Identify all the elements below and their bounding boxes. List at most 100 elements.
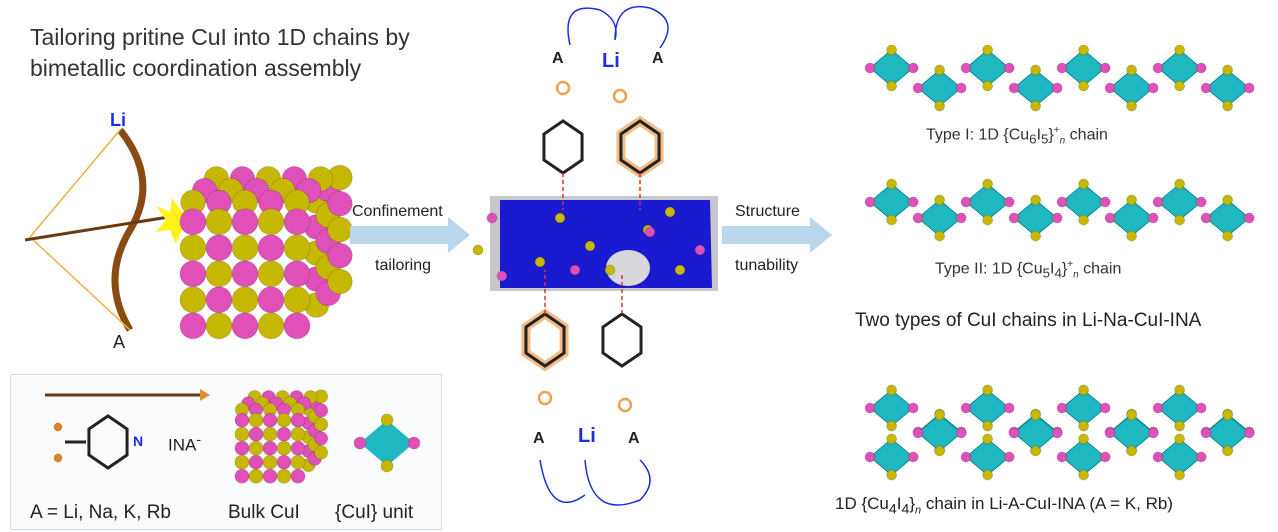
title-line-1: Tailoring pritine CuI into 1D chains by: [30, 24, 410, 50]
legend-cui-unit: {CuI} unit: [335, 502, 414, 523]
type1-chain-atom: [886, 80, 898, 92]
bulk-cui-cube-front-atom: [205, 260, 233, 288]
type1-chain-atom: [1099, 62, 1111, 74]
bulk-cui-cube-front-atom: [283, 208, 311, 236]
type2-chain-atom: [982, 178, 994, 190]
bulk-cui-cube-front-atom: [179, 312, 207, 340]
type3-chain-bottom-atom: [982, 433, 994, 445]
type2-chain-atom: [1056, 196, 1068, 208]
type2-chain-atom: [1174, 178, 1186, 190]
type2-chain-atom: [960, 196, 972, 208]
bulk-cui-cube-front-atom: [205, 234, 233, 262]
type1-chain-atom: [982, 44, 994, 56]
bow-string: [28, 129, 131, 331]
arrow2-bottom-label: tunability: [735, 257, 799, 274]
legend-bulk-cube-front-atom: [262, 440, 278, 456]
legend-n-atom: N: [133, 433, 144, 449]
legend-bulk-cube-front-atom: [290, 440, 306, 456]
type1-chain-atom: [1222, 64, 1234, 76]
bulk-cui-cube-front-atom: [205, 208, 233, 236]
type2-chain-atom: [1126, 230, 1138, 242]
center-top-a-right: A: [652, 50, 664, 67]
bulk-cui-cube-front-atom: [257, 234, 285, 262]
legend-bulk-cube-side-atom: [313, 403, 329, 418]
channel-surface: [500, 200, 712, 288]
type1-chain-atom: [982, 80, 994, 92]
type3-chain-bottom-atom: [864, 451, 876, 463]
type3-chain-label: 1D {Cu4I4}n chain in Li-A-CuI-INA (A = K…: [835, 494, 1173, 518]
type3-chain-bottom-atom: [1030, 409, 1042, 421]
legend-oxygen: [53, 422, 63, 432]
channel-iodine-atom: [664, 206, 676, 218]
type3-chain-top-atom: [1078, 420, 1090, 432]
legend-bulk-cube-front-atom: [276, 454, 292, 470]
legend-bulk-cube-front-atom: [262, 426, 278, 442]
type3-chain-bottom-atom: [1008, 427, 1020, 439]
type1-chain-atom: [1195, 62, 1207, 74]
type2-chain-atom: [955, 212, 967, 224]
bulk-cui-cube-front-atom: [257, 260, 285, 288]
legend-bulk-cube-front-atom: [234, 426, 250, 442]
bulk-cui-cube-side-atom: [327, 216, 353, 243]
type3-chain-top-atom: [1174, 420, 1186, 432]
type2-chain-atom: [1126, 194, 1138, 206]
bulk-cui-cube-front-atom: [179, 286, 207, 314]
type1-chain-atom: [1200, 82, 1212, 94]
bulk-cui-cube-front-atom: [179, 234, 207, 262]
bulk-cui-cube-front-atom: [257, 286, 285, 314]
type1-chain-atom: [1051, 82, 1063, 94]
type3-chain-bottom-atom: [1147, 427, 1159, 439]
channel-iodine-atom: [584, 240, 596, 252]
type3-chain-top-atom: [907, 402, 919, 414]
bow-limb: [111, 127, 147, 332]
type3-chain-bottom-atom: [1174, 469, 1186, 481]
bow-li-label: Li: [110, 110, 126, 130]
type2-chain-atom: [886, 214, 898, 226]
channel-pink-atom: [496, 270, 508, 282]
type1-chain-atom: [960, 62, 972, 74]
type3-chain-top-atom: [960, 402, 972, 414]
type3-chain-top-atom: [1152, 402, 1164, 414]
channel-pore: [606, 250, 650, 286]
type2-chain-atom: [934, 194, 946, 206]
type3-chain-bottom-atom: [886, 469, 898, 481]
legend-bulk-cube-side-atom: [313, 445, 329, 460]
type3-chain-top-atom: [864, 402, 876, 414]
center-bottom-li: Li: [578, 425, 596, 447]
type1-chain-atom: [934, 100, 946, 112]
bulk-cui-cube-side-atom: [327, 190, 353, 217]
type3-chain-bottom-atom: [1222, 445, 1234, 457]
legend-bulk-cube-front-atom: [248, 440, 264, 456]
type2-chain-atom: [1078, 214, 1090, 226]
bulk-cui-cube-front-atom: [231, 260, 259, 288]
type1-chain-atom: [1222, 100, 1234, 112]
channel-pink-atom: [569, 264, 581, 276]
legend-bulk-cube-front-atom: [290, 412, 306, 428]
ligand-ring-bottom-left: [524, 312, 566, 368]
legend-bulk-cube-front-atom: [276, 440, 292, 456]
type3-chain-bottom-atom: [1078, 433, 1090, 445]
confinement-arrow: [350, 217, 470, 253]
type2-chain-atom: [1104, 212, 1116, 224]
type3-chain-top-atom: [1099, 402, 1111, 414]
type3-chain-bottom-atom: [1104, 427, 1116, 439]
legend-unit-atom: [380, 459, 394, 473]
oxygen-atom: [555, 80, 571, 96]
type3-chain-bottom-atom: [1200, 427, 1212, 439]
oxygen-atom: [617, 397, 633, 413]
type2-chain-atom: [1078, 178, 1090, 190]
bulk-cui-cube-front-atom: [283, 260, 311, 288]
legend-a-definition: A = Li, Na, K, Rb: [30, 502, 171, 523]
type1-chain-atom: [1030, 100, 1042, 112]
legend-bulk-cube-front-atom: [276, 468, 292, 484]
legend-bulk-cube-front-atom: [248, 426, 264, 442]
legend-ina-label: INA-: [168, 432, 202, 455]
type2-chain-atom: [982, 214, 994, 226]
type3-chain-bottom-atom: [886, 433, 898, 445]
type3-chain-bottom-atom: [934, 445, 946, 457]
bulk-cui-cube-front-atom: [283, 234, 311, 262]
legend-bulk-cube-front-atom: [248, 412, 264, 428]
type2-chain-atom: [1051, 212, 1063, 224]
bulk-cui-cube-front-atom: [205, 286, 233, 314]
type1-chain-atom: [1243, 82, 1255, 94]
